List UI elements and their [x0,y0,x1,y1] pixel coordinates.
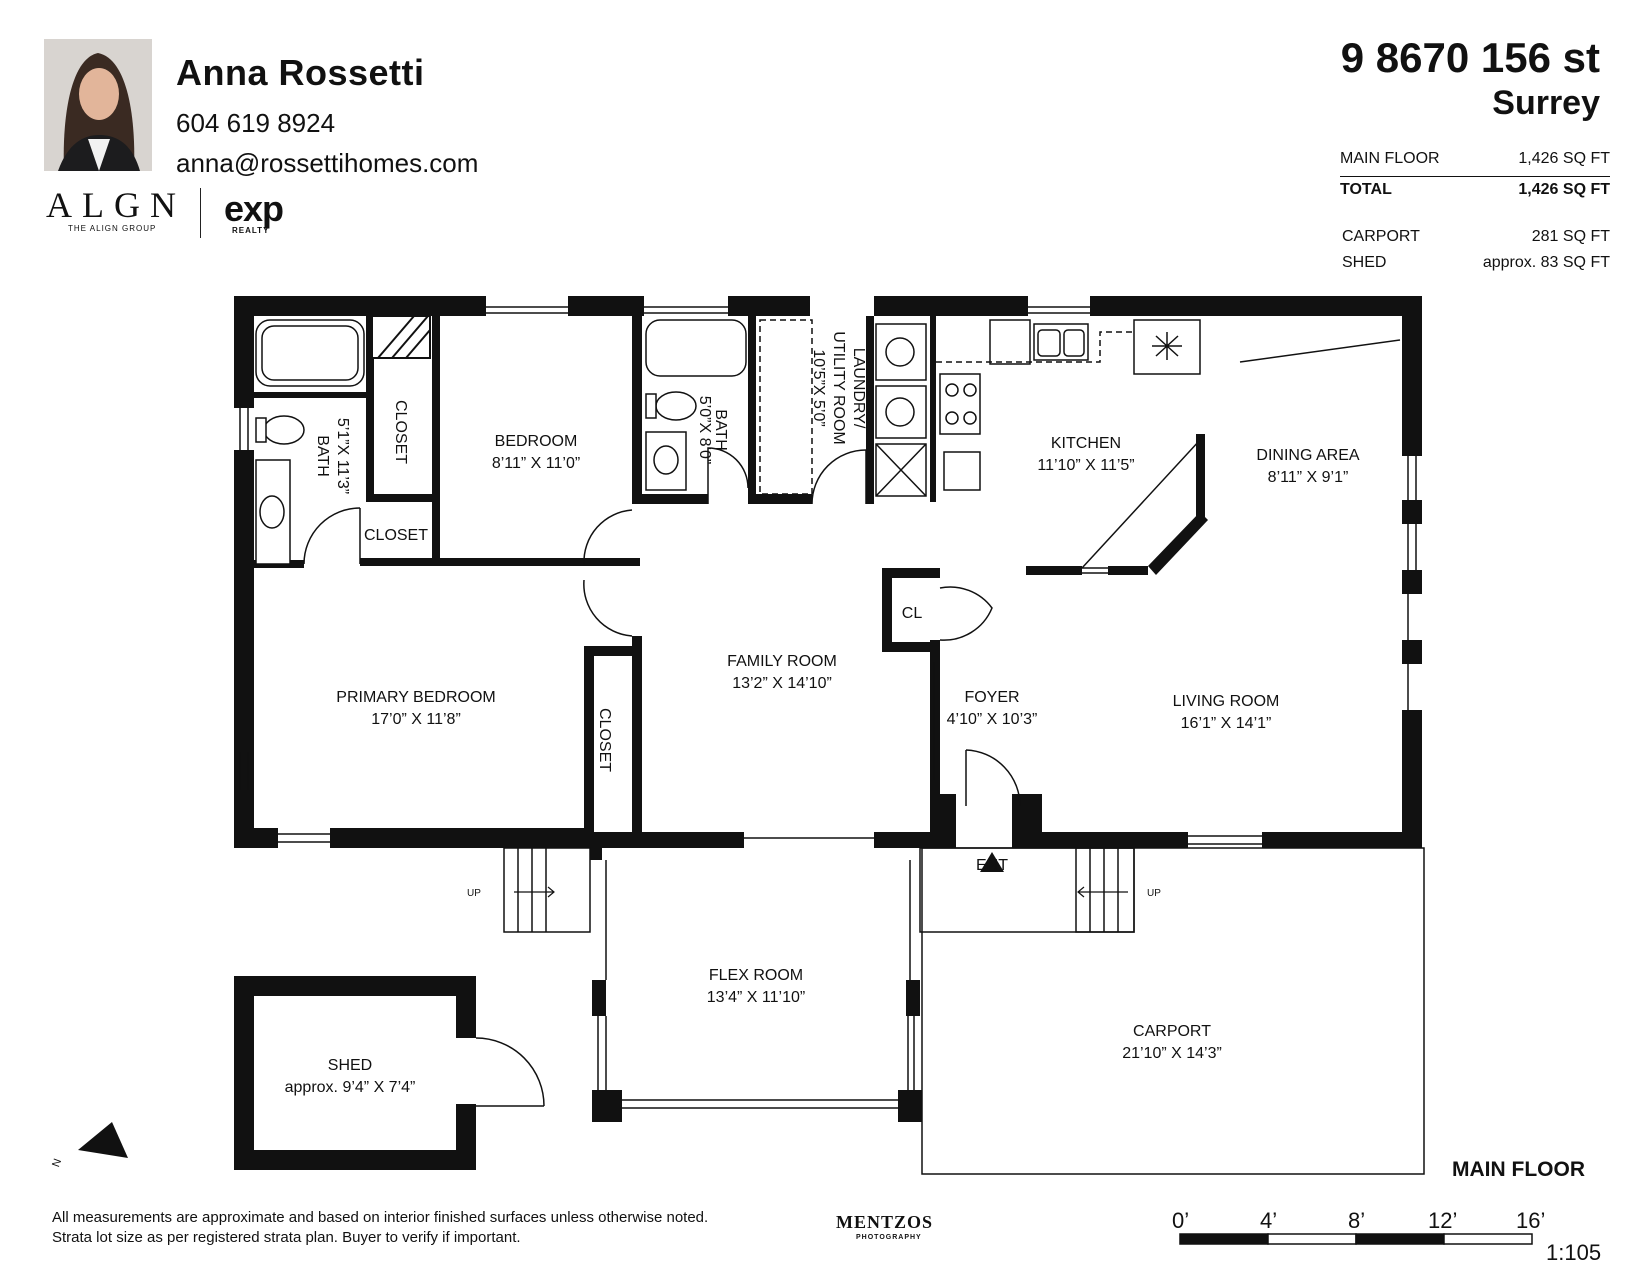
room-bath2-size: 5’0”X 8’0” [696,396,713,464]
room-living-size: 16’1” X 14’1” [1181,715,1272,732]
room-cl-label: CL [902,605,923,622]
room-bath1-size: 5’1”X 11’3” [334,418,351,494]
north-arrow-icon [78,1122,128,1158]
room-closet2-label: CLOSET [364,527,428,544]
room-primary-size: 17’0” X 11’8” [371,711,461,728]
address-line2: Surrey [1492,84,1600,122]
walls [234,296,1422,1170]
carport-label: CARPORT [1342,228,1420,245]
scale-bar [1179,1233,1533,1245]
room-dining-size: 8’11” X 9’1” [1268,469,1349,486]
room-flex-name: FLEX ROOM [709,967,803,984]
main-floor-label: MAIN FLOOR [1340,150,1440,167]
main-floor-value: 1,426 SQ FT [1518,150,1610,167]
stair-arrows [514,886,1128,898]
photographer-logo-subtitle: PHOTOGRAPHY [856,1234,922,1241]
room-bath1-name: BATH [314,435,331,476]
disclaimer: All measurements are approximate and bas… [52,1209,709,1246]
carport-value: 281 SQ FT [1531,228,1610,245]
windows [239,306,1417,1109]
room-foyer-name: FOYER [964,689,1019,706]
room-closet3-label: CLOSET [596,708,613,772]
agent-name: Anna Rossetti [176,52,425,93]
floor-title: MAIN FLOOR [1452,1158,1585,1181]
room-family-size: 13’2” X 14’10” [732,675,832,692]
shed-label: SHED [1342,254,1387,271]
stairs-up-right-label: UP [1147,888,1161,899]
align-logo-subtitle: THE ALIGN GROUP [68,224,157,233]
room-bedroom-size: 8’11” X 11’0” [492,455,580,472]
north-label: N [50,1157,64,1169]
brand-divider [200,188,201,238]
room-carport-size: 21’10” X 14’3” [1122,1045,1222,1062]
stairs-up-left-label: UP [467,888,481,899]
photographer-logo: MENTZOS [836,1212,934,1232]
total-label: TOTAL [1340,181,1392,198]
room-shed-size: approx. 9’4” X 7’4” [285,1079,416,1096]
area-extra-table: CARPORT 281 SQ FT SHED approx. 83 SQ FT [1342,228,1610,280]
exp-logo: exp [224,188,284,229]
room-family-name: FAMILY ROOM [727,653,837,670]
room-laundry-size: 10’5”X 5’0” [810,349,827,426]
scale-tick-4: 4’ [1260,1208,1278,1233]
area-row-carport: CARPORT 281 SQ FT [1342,228,1610,254]
room-labels: BATH 5’1”X 11’3” CLOSET CLOSET BEDROOM 8… [50,331,1360,1169]
room-laundry-name2: UTILITY ROOM [830,331,847,445]
scale-tick-16: 16’ [1516,1208,1546,1233]
room-shed-name: SHED [328,1057,372,1074]
area-row-total: TOTAL 1,426 SQ FT [1340,176,1610,207]
chimney-hatch [377,315,431,359]
scale-tick-8: 8’ [1348,1208,1366,1233]
room-flex-size: 13’4” X 11’10” [707,989,805,1006]
area-row-main: MAIN FLOOR 1,426 SQ FT [1340,150,1610,176]
room-primary-name: PRIMARY BEDROOM [336,689,495,706]
scale-ratio: 1:105 [1546,1240,1602,1265]
agent-email[interactable]: anna@rossettihomes.com [176,148,479,178]
area-row-shed: SHED approx. 83 SQ FT [1342,254,1610,280]
room-living-name: LIVING ROOM [1173,693,1280,710]
entrance-arrow-icon [980,852,1004,872]
exp-logo-subtitle: REALTY [232,226,270,235]
room-kitchen-size: 11’10” X 11’5” [1037,457,1134,474]
room-dining-name: DINING AREA [1256,447,1359,464]
area-table: MAIN FLOOR 1,426 SQ FT TOTAL 1,426 SQ FT [1340,150,1610,207]
address-line1: 9 8670 156 st [1340,34,1600,81]
door-swings [303,439,1201,1107]
room-kitchen-name: KITCHEN [1051,435,1121,452]
fixtures [255,319,1425,1175]
room-foyer-size: 4’10” X 10’3” [947,711,1038,728]
align-logo: ALGN [46,185,186,225]
scale-tick-0: 0’ [1172,1208,1190,1233]
room-laundry-name: LAUNDRY/ [850,348,867,429]
room-closet1-label: CLOSET [392,400,409,464]
agent-phone[interactable]: 604 619 8924 [176,108,336,138]
room-carport-name: CARPORT [1133,1023,1211,1040]
scale-tick-12: 12’ [1428,1208,1458,1233]
room-bath2-name: BATH [712,409,729,450]
shed-value: approx. 83 SQ FT [1482,254,1610,271]
agent-photo [44,39,152,171]
entrance-label: ENT [976,857,1008,874]
room-bedroom-name: BEDROOM [495,433,578,450]
total-value: 1,426 SQ FT [1518,181,1610,198]
